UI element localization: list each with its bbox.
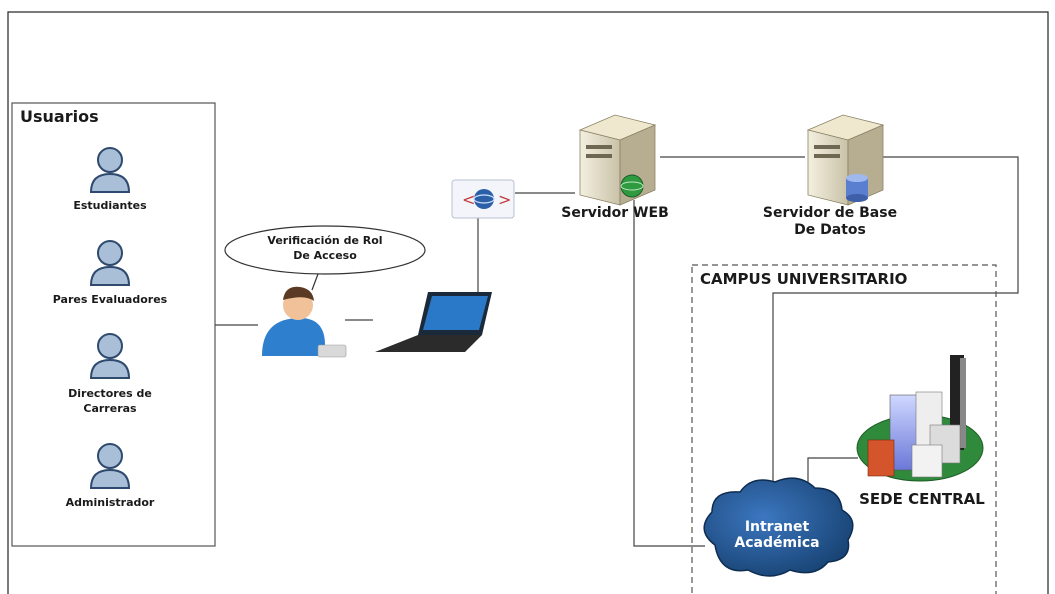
role-label-peer-evaluators: Pares Evaluadores	[52, 293, 168, 306]
role-label-administrator: Administrador	[65, 496, 155, 509]
headquarters-icon	[856, 355, 984, 482]
users-panel-title: Usuarios	[20, 107, 99, 126]
intranet-label: Intranet Académica	[734, 519, 820, 551]
web-server-icon	[578, 114, 657, 206]
campus-title: CAMPUS UNIVERSITARIO	[700, 270, 908, 288]
laptop-icon	[375, 292, 492, 352]
web-browser-icon: < >	[451, 179, 515, 219]
role-check-bubble	[224, 225, 426, 275]
svg-text:>: >	[498, 190, 511, 209]
role-check-label: Verificación de Rol De Acceso	[267, 234, 383, 262]
outer-frame	[7, 11, 1049, 594]
svg-text:<: <	[462, 190, 475, 209]
operator-icon	[262, 286, 347, 358]
role-label-directors: Directores de Carreras	[68, 387, 152, 415]
db-server-label: Servidor de Base De Datos	[762, 205, 898, 238]
role-label-students: Estudiantes	[73, 199, 147, 212]
campus-area	[691, 264, 997, 594]
intranet-cloud	[703, 477, 854, 577]
headquarters-label: SEDE CENTRAL	[859, 490, 985, 508]
web-server-label: Servidor WEB	[561, 205, 669, 221]
database-server-icon	[806, 114, 885, 206]
